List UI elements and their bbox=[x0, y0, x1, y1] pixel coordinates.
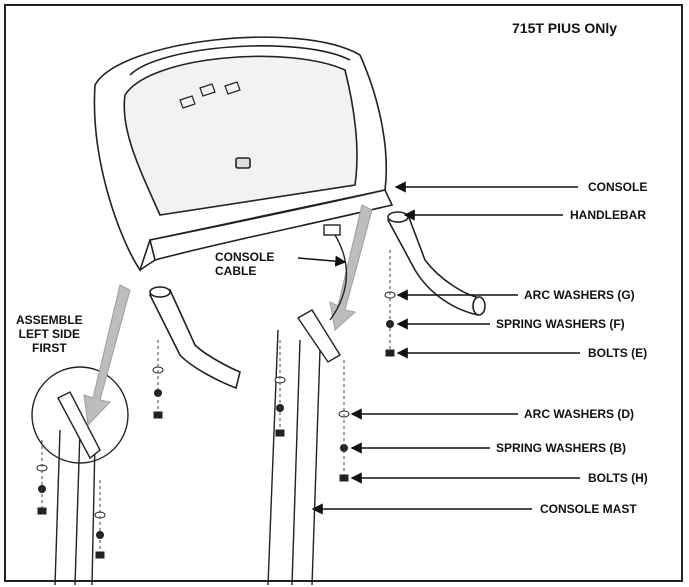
left-handlebar bbox=[148, 286, 241, 390]
bolts-e-label: BOLTS (E) bbox=[588, 346, 648, 360]
diagram-title: 715T PIUS ONly bbox=[512, 20, 618, 36]
right-handlebar bbox=[386, 211, 486, 316]
console-label: CONSOLE bbox=[588, 180, 648, 194]
arc-washers-d-label: ARC WASHERS (D) bbox=[524, 407, 634, 421]
bolts-h-label: BOLTS (H) bbox=[588, 471, 648, 485]
console-cable bbox=[323, 224, 348, 321]
spring-washers-f-label: SPRING WASHERS (F) bbox=[496, 317, 625, 331]
console-cable-label: CONSOLE CABLE bbox=[215, 250, 275, 278]
callout-leaders bbox=[297, 181, 580, 515]
diagram-frame bbox=[4, 4, 683, 582]
arc-washers-g-label: ARC WASHERS (G) bbox=[524, 288, 635, 302]
alignment-lines bbox=[41, 250, 391, 552]
console bbox=[93, 36, 394, 272]
console-masts bbox=[54, 329, 321, 586]
assembly-arrows bbox=[83, 204, 373, 427]
detail-magnifier bbox=[31, 366, 129, 464]
console-mast-label: CONSOLE MAST bbox=[540, 502, 637, 516]
mast-brackets bbox=[57, 309, 341, 460]
spring-washers-b-label: SPRING WASHERS (B) bbox=[496, 441, 627, 455]
assemble-left-side-note: ASSEMBLE LEFT SIDE FIRST bbox=[16, 313, 83, 355]
fasteners bbox=[36, 291, 396, 559]
handlebar-label: HANDLEBAR bbox=[570, 208, 646, 222]
console-cable-leader bbox=[297, 255, 347, 267]
